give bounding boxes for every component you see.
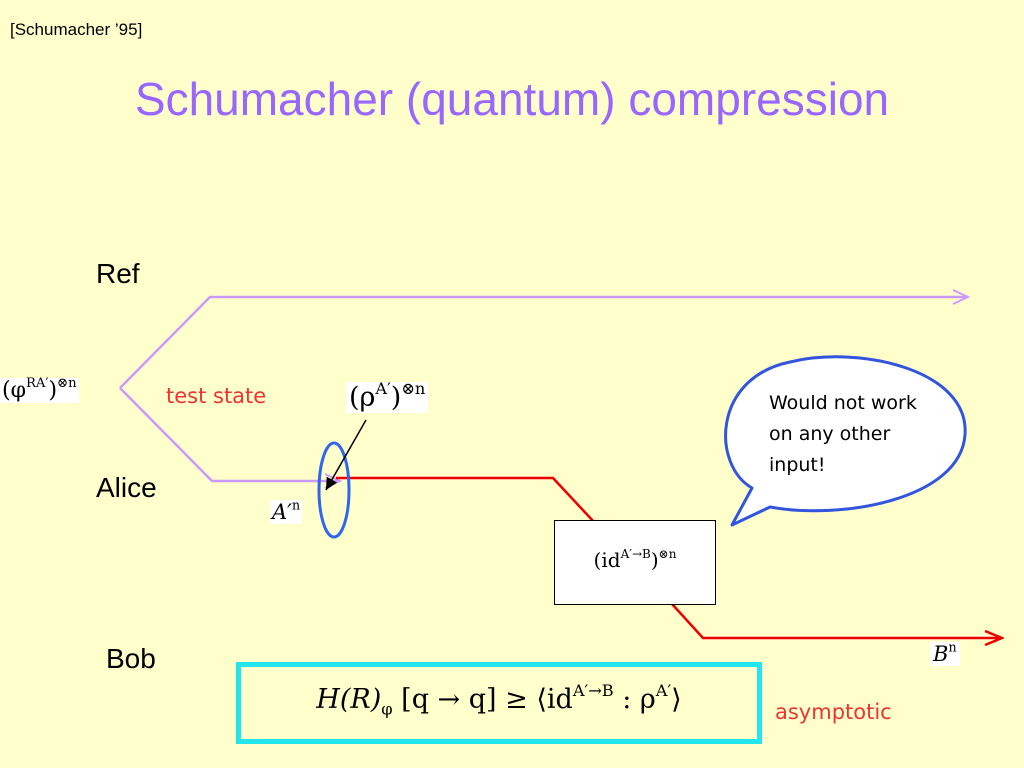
purified-state-label: (φRA′)⊗n (0, 376, 79, 403)
test-state-note: test state (166, 384, 267, 408)
alice-wire (119, 387, 340, 481)
slide-title: Schumacher (quantum) compression (134, 73, 890, 125)
ref-label: Ref (96, 258, 140, 289)
result-box (236, 662, 762, 744)
citation: [Schumacher ’95] (10, 20, 143, 39)
channel-label: (idA′→B)⊗n (593, 547, 677, 572)
alice-label: Alice (96, 472, 157, 503)
asymptotic-note: asymptotic (775, 700, 892, 724)
bubble-text: Would not work on any other input! (769, 392, 917, 476)
input-state-label: (ρA′)⊗n (346, 380, 429, 413)
bob-label: Bob (106, 643, 156, 674)
quantum-wire-in (336, 476, 595, 523)
ref-wire (119, 297, 968, 389)
alice-system-ellipse (317, 441, 351, 539)
channel-box (554, 520, 716, 605)
result-formula: H(R)φ [q → q] ≥ ⟨idA′→B : ρA′⟩ (316, 680, 682, 719)
bob-system-label: Bn (930, 641, 960, 666)
alice-system-label: A′n (270, 497, 303, 524)
speech-bubble (724, 355, 967, 527)
quantum-wire-out (671, 603, 1002, 638)
pointer-arrow (325, 419, 367, 491)
